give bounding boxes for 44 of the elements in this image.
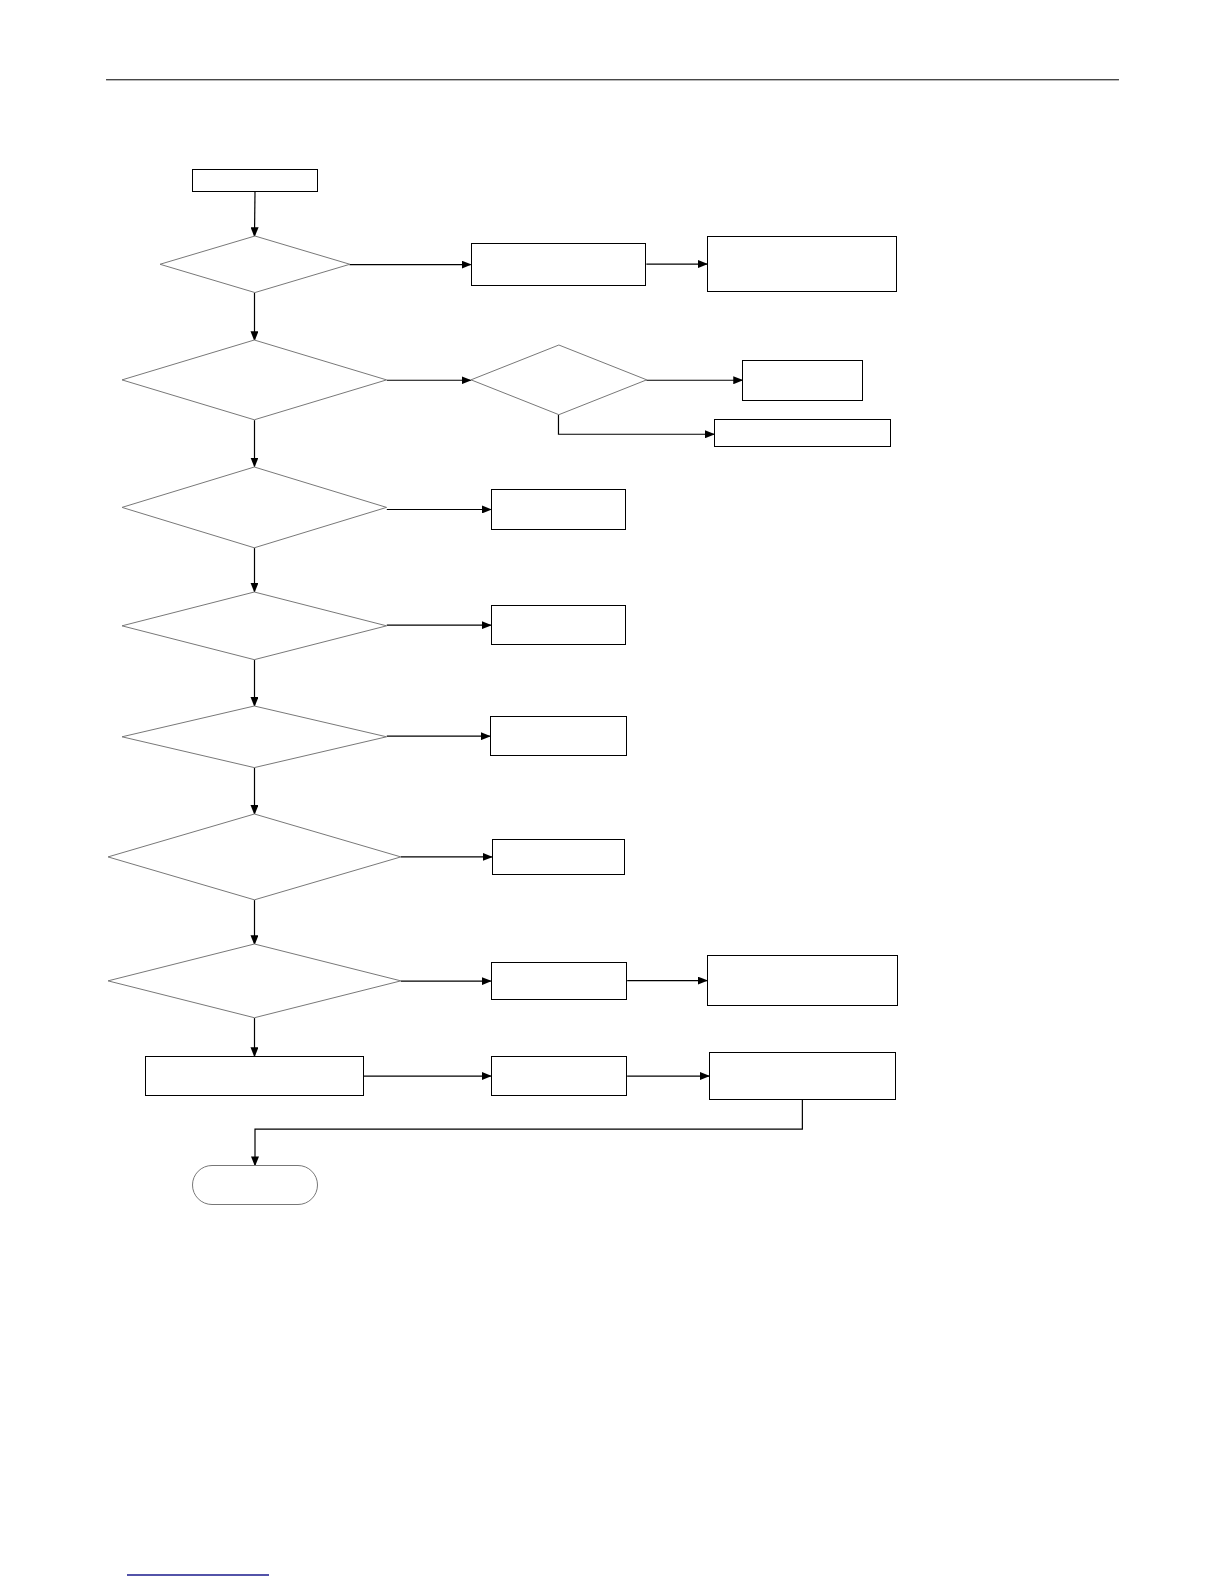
arrow <box>645 376 744 385</box>
decision-diamond <box>159 236 350 293</box>
process-box <box>742 359 864 401</box>
process-box <box>491 839 626 875</box>
arrow <box>557 414 715 439</box>
arrow <box>386 376 472 385</box>
process-box <box>490 1056 628 1096</box>
arrow <box>250 292 259 342</box>
process-box <box>490 962 628 1000</box>
arrow <box>250 191 259 238</box>
arrow <box>362 1072 492 1081</box>
arrow <box>386 732 491 741</box>
process-box <box>191 168 319 192</box>
process-box <box>490 488 627 531</box>
arrow <box>250 546 259 593</box>
arrow <box>400 852 493 861</box>
decision-diamond <box>470 345 647 416</box>
decision-diamond <box>122 591 387 660</box>
process-box <box>714 419 891 448</box>
process-box <box>470 243 647 286</box>
arrow <box>251 1099 803 1167</box>
process-box <box>490 604 627 646</box>
process-box <box>706 955 898 1006</box>
arrow <box>250 1017 259 1058</box>
arrow <box>400 977 492 986</box>
process-box <box>489 716 628 757</box>
decision-diamond <box>108 944 401 1018</box>
process-box <box>708 1052 896 1100</box>
arrow <box>250 419 259 468</box>
decision-diamond <box>108 813 401 900</box>
process-box <box>145 1056 364 1096</box>
arrow <box>348 260 472 269</box>
arrow <box>626 1072 710 1081</box>
decision-diamond <box>122 705 387 768</box>
arrow <box>645 260 708 269</box>
decision-diamond <box>122 466 387 548</box>
arrow <box>250 658 259 707</box>
arrow <box>386 621 492 630</box>
arrow <box>250 899 259 946</box>
arrow <box>386 505 492 514</box>
process-box <box>706 236 897 292</box>
arrow <box>626 976 708 985</box>
arrow <box>250 766 259 815</box>
decision-diamond <box>122 340 387 421</box>
